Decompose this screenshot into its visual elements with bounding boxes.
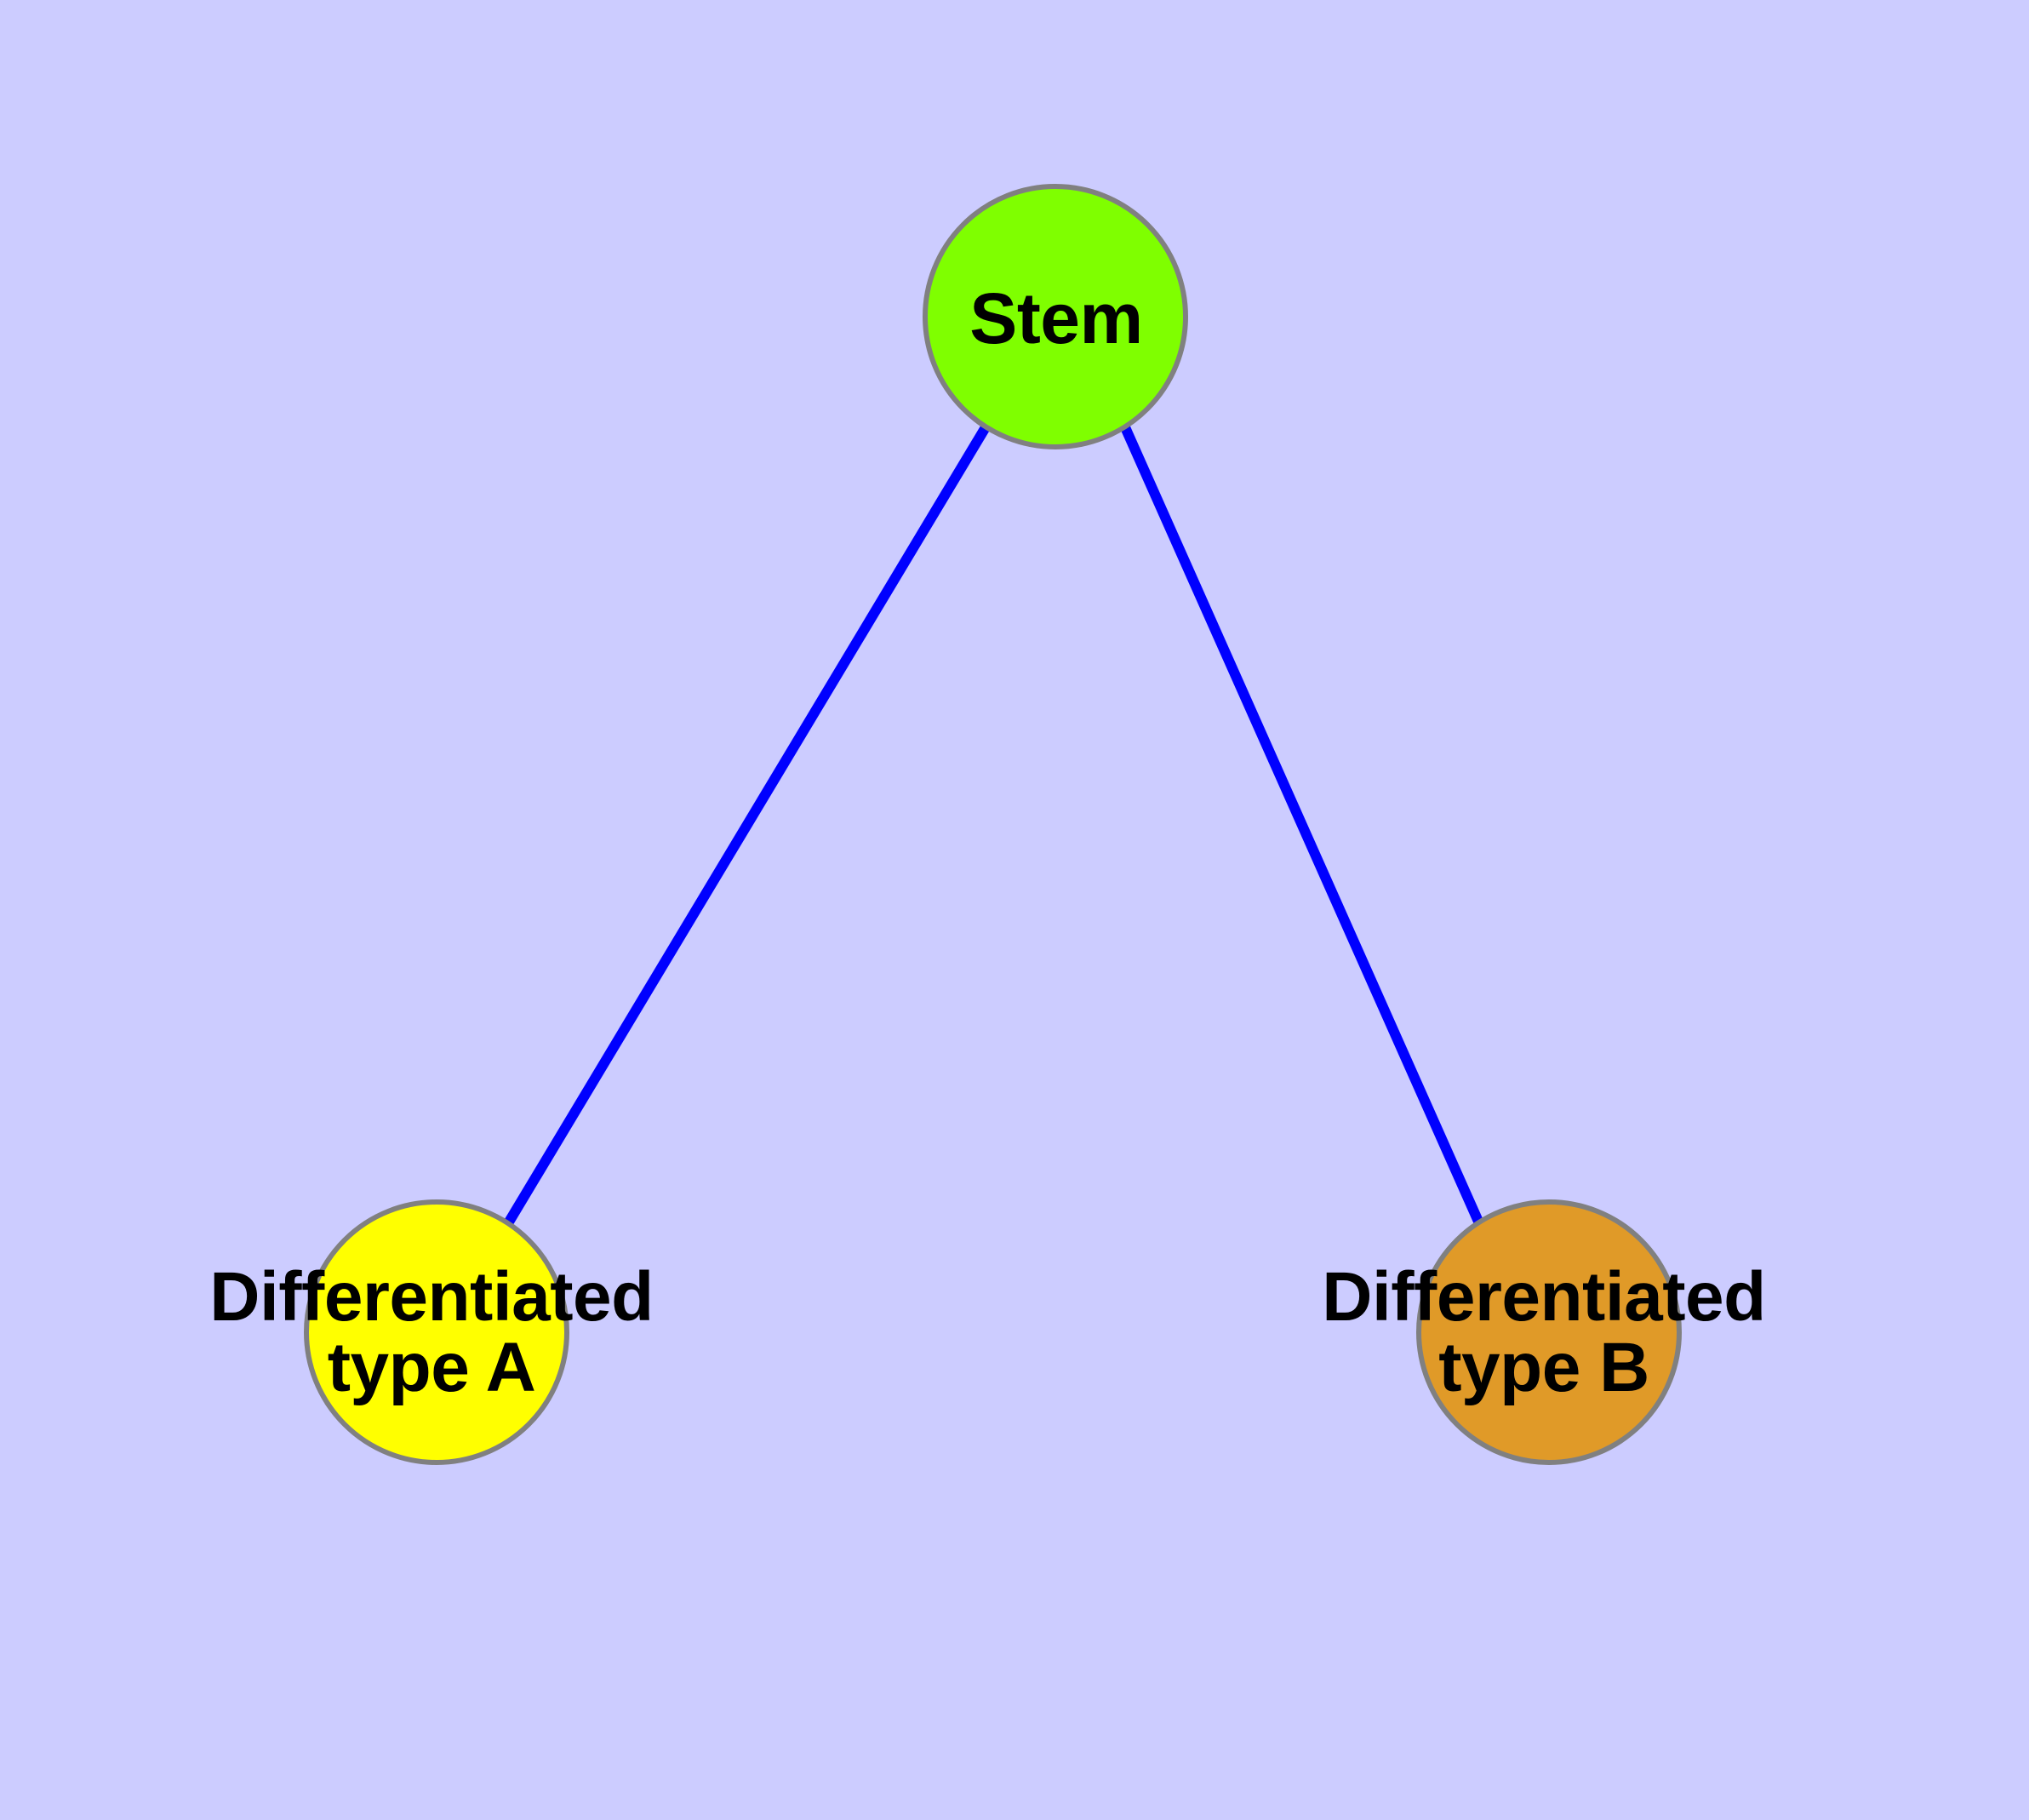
edge-layer — [503, 424, 1484, 1227]
node-stem[interactable] — [923, 184, 1188, 449]
node-differentiated-type-a[interactable] — [304, 1199, 569, 1465]
node-layer — [304, 184, 1682, 1465]
edge-stem-to-differentiated-type-a[interactable] — [503, 424, 991, 1227]
edge-stem-to-differentiated-type-b[interactable] — [1120, 425, 1484, 1226]
node-differentiated-type-b[interactable] — [1416, 1199, 1682, 1465]
